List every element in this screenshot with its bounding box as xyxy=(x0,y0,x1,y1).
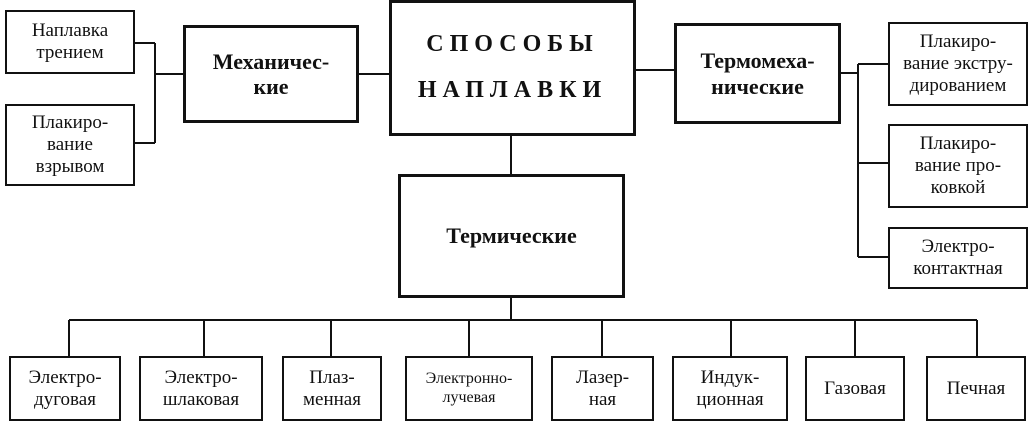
method-plasma: Плаз- менная xyxy=(282,356,382,421)
root-node: СПОСОБЫ НАПЛАВКИ xyxy=(389,0,636,136)
method-furnace: Печная xyxy=(926,356,1026,421)
category-thermomechanical: Термомеха- нические xyxy=(674,23,841,124)
method-gas: Газовая xyxy=(805,356,905,421)
method-explosion-cladding: Плакиро- вание взрывом xyxy=(5,104,135,186)
method-friction-surfacing: Наплавка трением xyxy=(5,10,135,74)
method-electroslag: Электро- шлаковая xyxy=(139,356,263,421)
category-mechanical: Механичес- кие xyxy=(183,25,359,123)
method-laser: Лазер- ная xyxy=(551,356,654,421)
method-electric-arc: Электро- дуговая xyxy=(9,356,121,421)
method-forging-cladding: Плакиро- вание про- ковкой xyxy=(888,124,1028,208)
method-induction: Индук- ционная xyxy=(672,356,788,421)
method-electron-beam: Электронно- лучевая xyxy=(405,356,533,421)
method-electrocontact: Электро- контактная xyxy=(888,227,1028,289)
category-thermal: Термические xyxy=(398,174,625,298)
method-extrusion-cladding: Плакиро- вание экстру- дированием xyxy=(888,22,1028,106)
